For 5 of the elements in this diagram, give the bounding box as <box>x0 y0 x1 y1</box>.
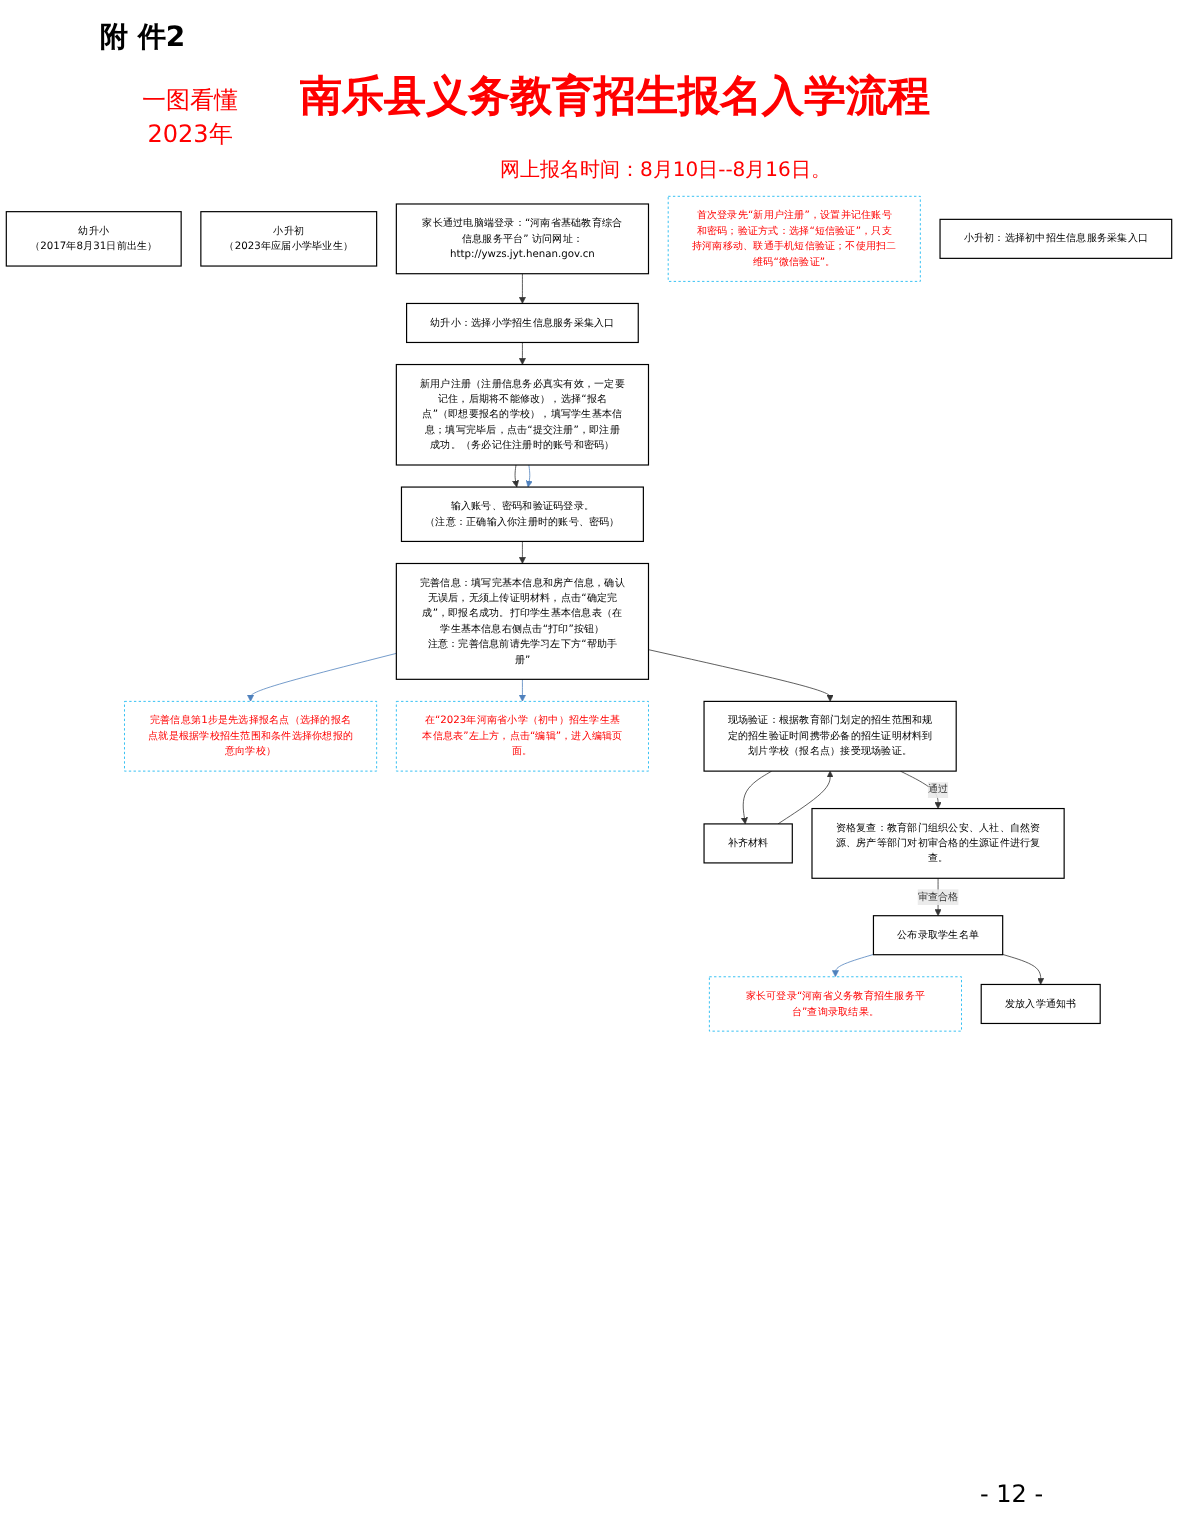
subtitle-text: 一图看懂 2023年 <box>140 84 240 152</box>
note-text: 网上报名时间：8月10日--8月16日。 <box>500 157 831 184</box>
title: 南乐县义务教育招生报名入学流程 <box>300 68 930 124</box>
heading-text: 附 件2 <box>100 20 186 56</box>
page-number: - 12 - <box>980 1480 1044 1508</box>
